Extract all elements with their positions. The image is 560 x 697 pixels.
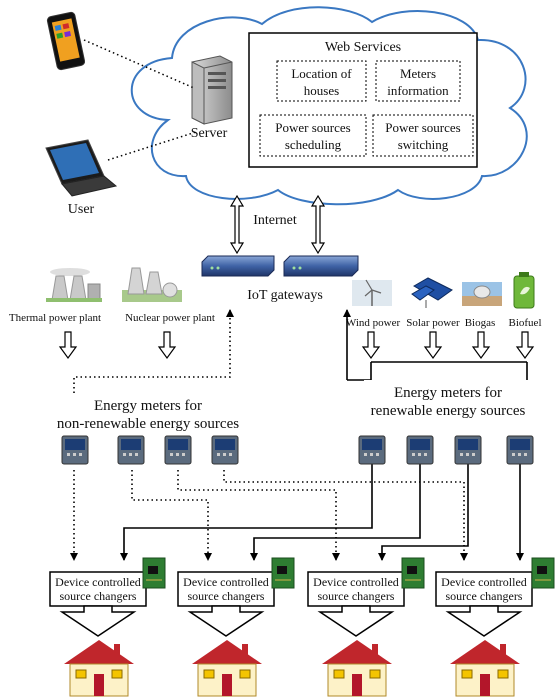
meter-group-label: renewable energy sources — [371, 403, 526, 419]
internet-label: Internet — [253, 213, 297, 228]
thermal-plant-label: Thermal power plant — [9, 312, 101, 324]
service-label: scheduling — [285, 137, 342, 152]
energy-meter-icon — [117, 435, 145, 465]
biofuel-label: Biofuel — [509, 317, 542, 329]
energy-meter-icon — [61, 435, 89, 465]
smartphone-icon — [46, 11, 86, 71]
laptop-server-link — [107, 131, 197, 161]
iot-gateway-icon — [283, 255, 359, 277]
down-arrow — [59, 605, 137, 637]
energy-meter-icon — [506, 435, 534, 465]
house-icon — [450, 640, 520, 697]
renewable-solid-links — [120, 309, 528, 561]
service-label: switching — [398, 137, 449, 152]
circuit-board-icon — [142, 557, 166, 589]
house-icon — [64, 640, 134, 697]
service-label: Location of — [291, 66, 352, 81]
meter-group-label: Energy meters for — [394, 385, 502, 401]
changer-label: Device controlled — [55, 575, 141, 589]
changer-3: Device controlled source changers — [307, 557, 425, 607]
down-arrow — [361, 331, 381, 360]
wind-turbine-icon — [352, 279, 392, 306]
service-location-of-houses: Location of houses — [276, 60, 367, 102]
nuclear-plant-icon — [122, 267, 182, 302]
energy-meter-icon — [406, 435, 434, 465]
iot-gateway-icon — [201, 255, 275, 277]
biogas-icon — [462, 282, 502, 306]
service-label: houses — [304, 83, 339, 98]
down-arrow — [157, 331, 177, 360]
iot-gateways-label: IoT gateways — [247, 288, 323, 303]
changer-label: source changers — [188, 589, 265, 603]
down-arrow — [187, 605, 265, 637]
changer-label: source changers — [446, 589, 523, 603]
house-arrows — [59, 605, 523, 637]
down-arrow — [423, 331, 443, 360]
down-arrow — [515, 331, 535, 360]
service-power-sources-switching: Power sources switching — [372, 114, 474, 157]
changer-1: Device controlled source changers — [49, 557, 166, 607]
laptop-icon — [45, 139, 118, 197]
internet-arrow-right — [310, 194, 326, 255]
service-power-sources-scheduling: Power sources scheduling — [259, 114, 367, 157]
solar-panel-icon — [411, 277, 453, 308]
down-arrow — [58, 331, 78, 360]
changer-label: source changers — [318, 589, 395, 603]
nuclear-plant-label: Nuclear power plant — [125, 312, 215, 324]
wind-power-label: Wind power — [346, 317, 401, 329]
changer-4: Device controlled source changers — [435, 557, 555, 607]
phone-server-link — [83, 39, 195, 89]
biogas-label: Biogas — [465, 317, 496, 329]
circuit-board-icon — [271, 557, 295, 589]
service-label: Power sources — [385, 120, 460, 135]
web-services-title: Web Services — [325, 40, 401, 55]
changer-label: Device controlled — [313, 575, 399, 589]
energy-meter-icon — [164, 435, 192, 465]
biofuel-icon — [513, 272, 535, 309]
server-icon — [191, 55, 233, 125]
server-label: Server — [191, 126, 228, 141]
thermal-plant-icon — [46, 268, 102, 302]
energy-meter-icon — [358, 435, 386, 465]
user-label: User — [68, 202, 95, 217]
down-arrows — [58, 331, 535, 360]
renewable-meters-label: Energy meters for renewable energy sourc… — [364, 380, 530, 430]
energy-meter-icon — [454, 435, 482, 465]
service-label: information — [387, 83, 449, 98]
energy-meter-icon — [211, 435, 239, 465]
circuit-board-icon — [531, 557, 555, 589]
circuit-board-icon — [401, 557, 425, 589]
changer-label: Device controlled — [183, 575, 269, 589]
changer-label: source changers — [60, 589, 137, 603]
meters-renewable — [358, 435, 534, 465]
non-renewable-meters-label: Energy meters for non-renewable energy s… — [57, 398, 239, 432]
meter-group-label: Energy meters for — [94, 398, 202, 414]
service-label: Meters — [400, 66, 436, 81]
non-renewable-dotted-links — [70, 309, 468, 561]
house-icon — [192, 640, 262, 697]
house-icon — [322, 640, 392, 697]
internet-arrow-left — [229, 194, 245, 255]
down-arrow — [317, 605, 395, 637]
changer-label: Device controlled — [441, 575, 527, 589]
service-label: Power sources — [275, 120, 350, 135]
meters-non-renewable — [61, 435, 239, 465]
changer-2: Device controlled source changers — [177, 557, 295, 607]
service-meters-information: Meters information — [375, 60, 461, 102]
down-arrow — [445, 605, 523, 637]
down-arrow — [471, 331, 491, 360]
web-services-box: Web Services Location of houses Meters i… — [248, 32, 478, 168]
solar-power-label: Solar power — [406, 317, 460, 329]
meter-group-label: non-renewable energy sources — [57, 416, 239, 432]
